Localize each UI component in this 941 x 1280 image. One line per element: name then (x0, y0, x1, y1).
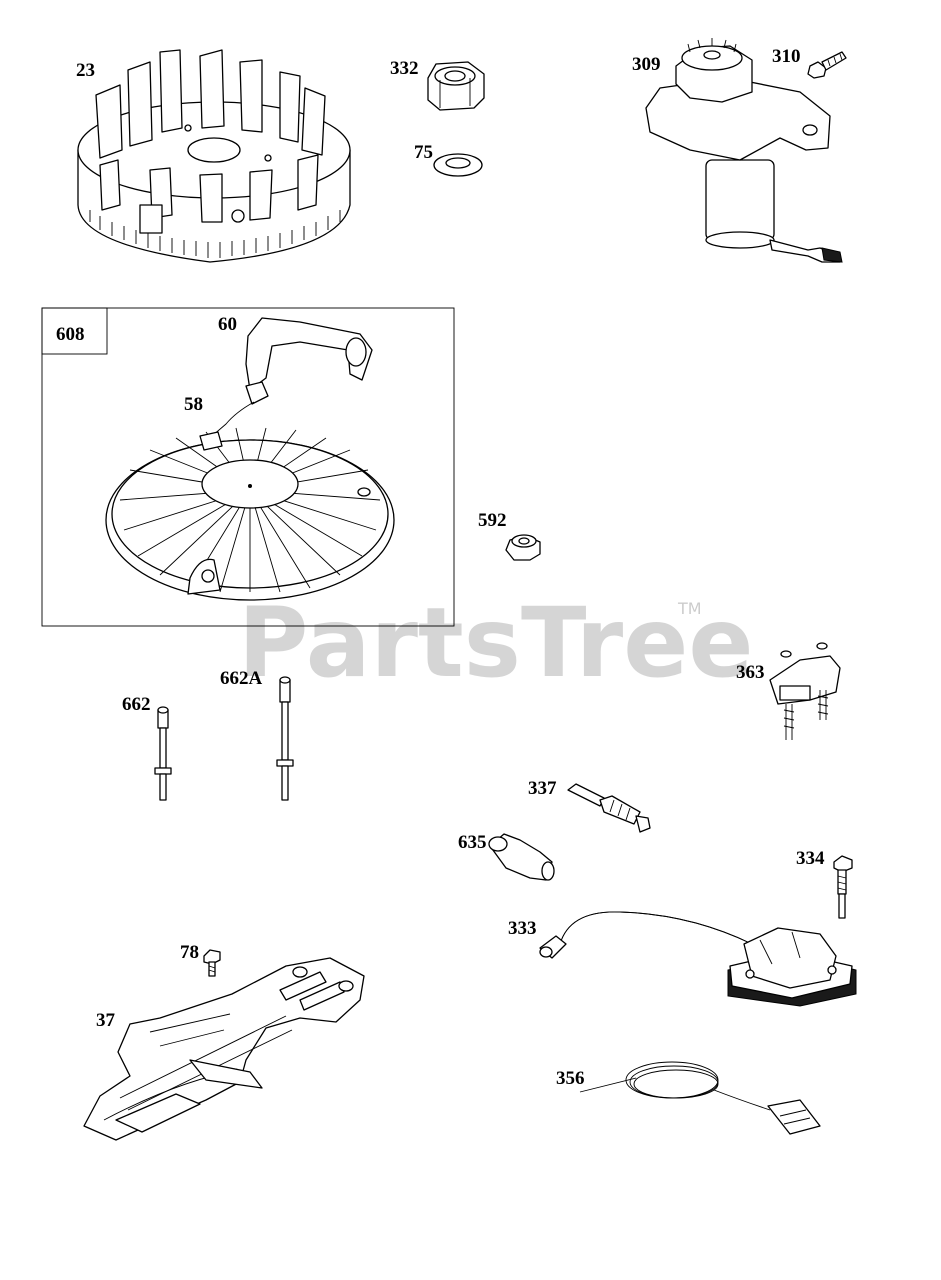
callout-23: 23 (76, 60, 95, 81)
bracket-part[interactable] (769, 642, 841, 740)
screw-part-78[interactable] (203, 949, 221, 977)
callout-310: 310 (772, 46, 801, 67)
stud-part-662a[interactable] (276, 676, 294, 801)
ignition-coil-part[interactable] (539, 911, 857, 1007)
washer-part[interactable] (433, 153, 483, 177)
callout-58: 58 (184, 394, 203, 415)
stud-part-662[interactable] (154, 706, 172, 801)
flange-nut-part[interactable] (505, 534, 541, 561)
callout-363: 363 (736, 662, 765, 683)
bolt-part-310[interactable] (807, 51, 847, 79)
callout-332: 332 (390, 58, 419, 79)
callout-662: 662 (122, 694, 151, 715)
starter-motor-part[interactable] (645, 38, 843, 263)
callout-78: 78 (180, 942, 199, 963)
kit-608-label-box (41, 307, 108, 355)
watermark-trademark: TM (677, 599, 702, 618)
rewind-starter-part[interactable] (105, 427, 395, 601)
callout-662a: 662A (220, 668, 263, 689)
callout-75: 75 (414, 142, 433, 163)
spark-plug-part[interactable] (567, 783, 651, 833)
spark-plug-boot-part[interactable] (488, 833, 555, 881)
callout-592: 592 (478, 510, 507, 531)
callout-60: 60 (218, 314, 237, 335)
starter-handle-part[interactable] (245, 317, 373, 405)
starter-rope-part[interactable] (211, 401, 255, 437)
ground-wire-part[interactable] (579, 1061, 821, 1135)
flywheel-part[interactable] (77, 49, 351, 263)
callout-337: 337 (528, 778, 557, 799)
nut-part[interactable] (427, 61, 485, 111)
callout-334: 334 (796, 848, 825, 869)
callout-608: 608 (56, 324, 85, 345)
callout-356: 356 (556, 1068, 585, 1089)
kit-608-frame (41, 307, 455, 627)
air-guide-part[interactable] (83, 957, 365, 1141)
callout-37: 37 (96, 1010, 116, 1031)
watermark-text: PartsTree (238, 587, 753, 699)
callout-309: 309 (632, 54, 661, 75)
callout-333: 333 (508, 918, 537, 939)
screw-part-334[interactable] (833, 855, 853, 919)
callout-635: 635 (458, 832, 487, 853)
